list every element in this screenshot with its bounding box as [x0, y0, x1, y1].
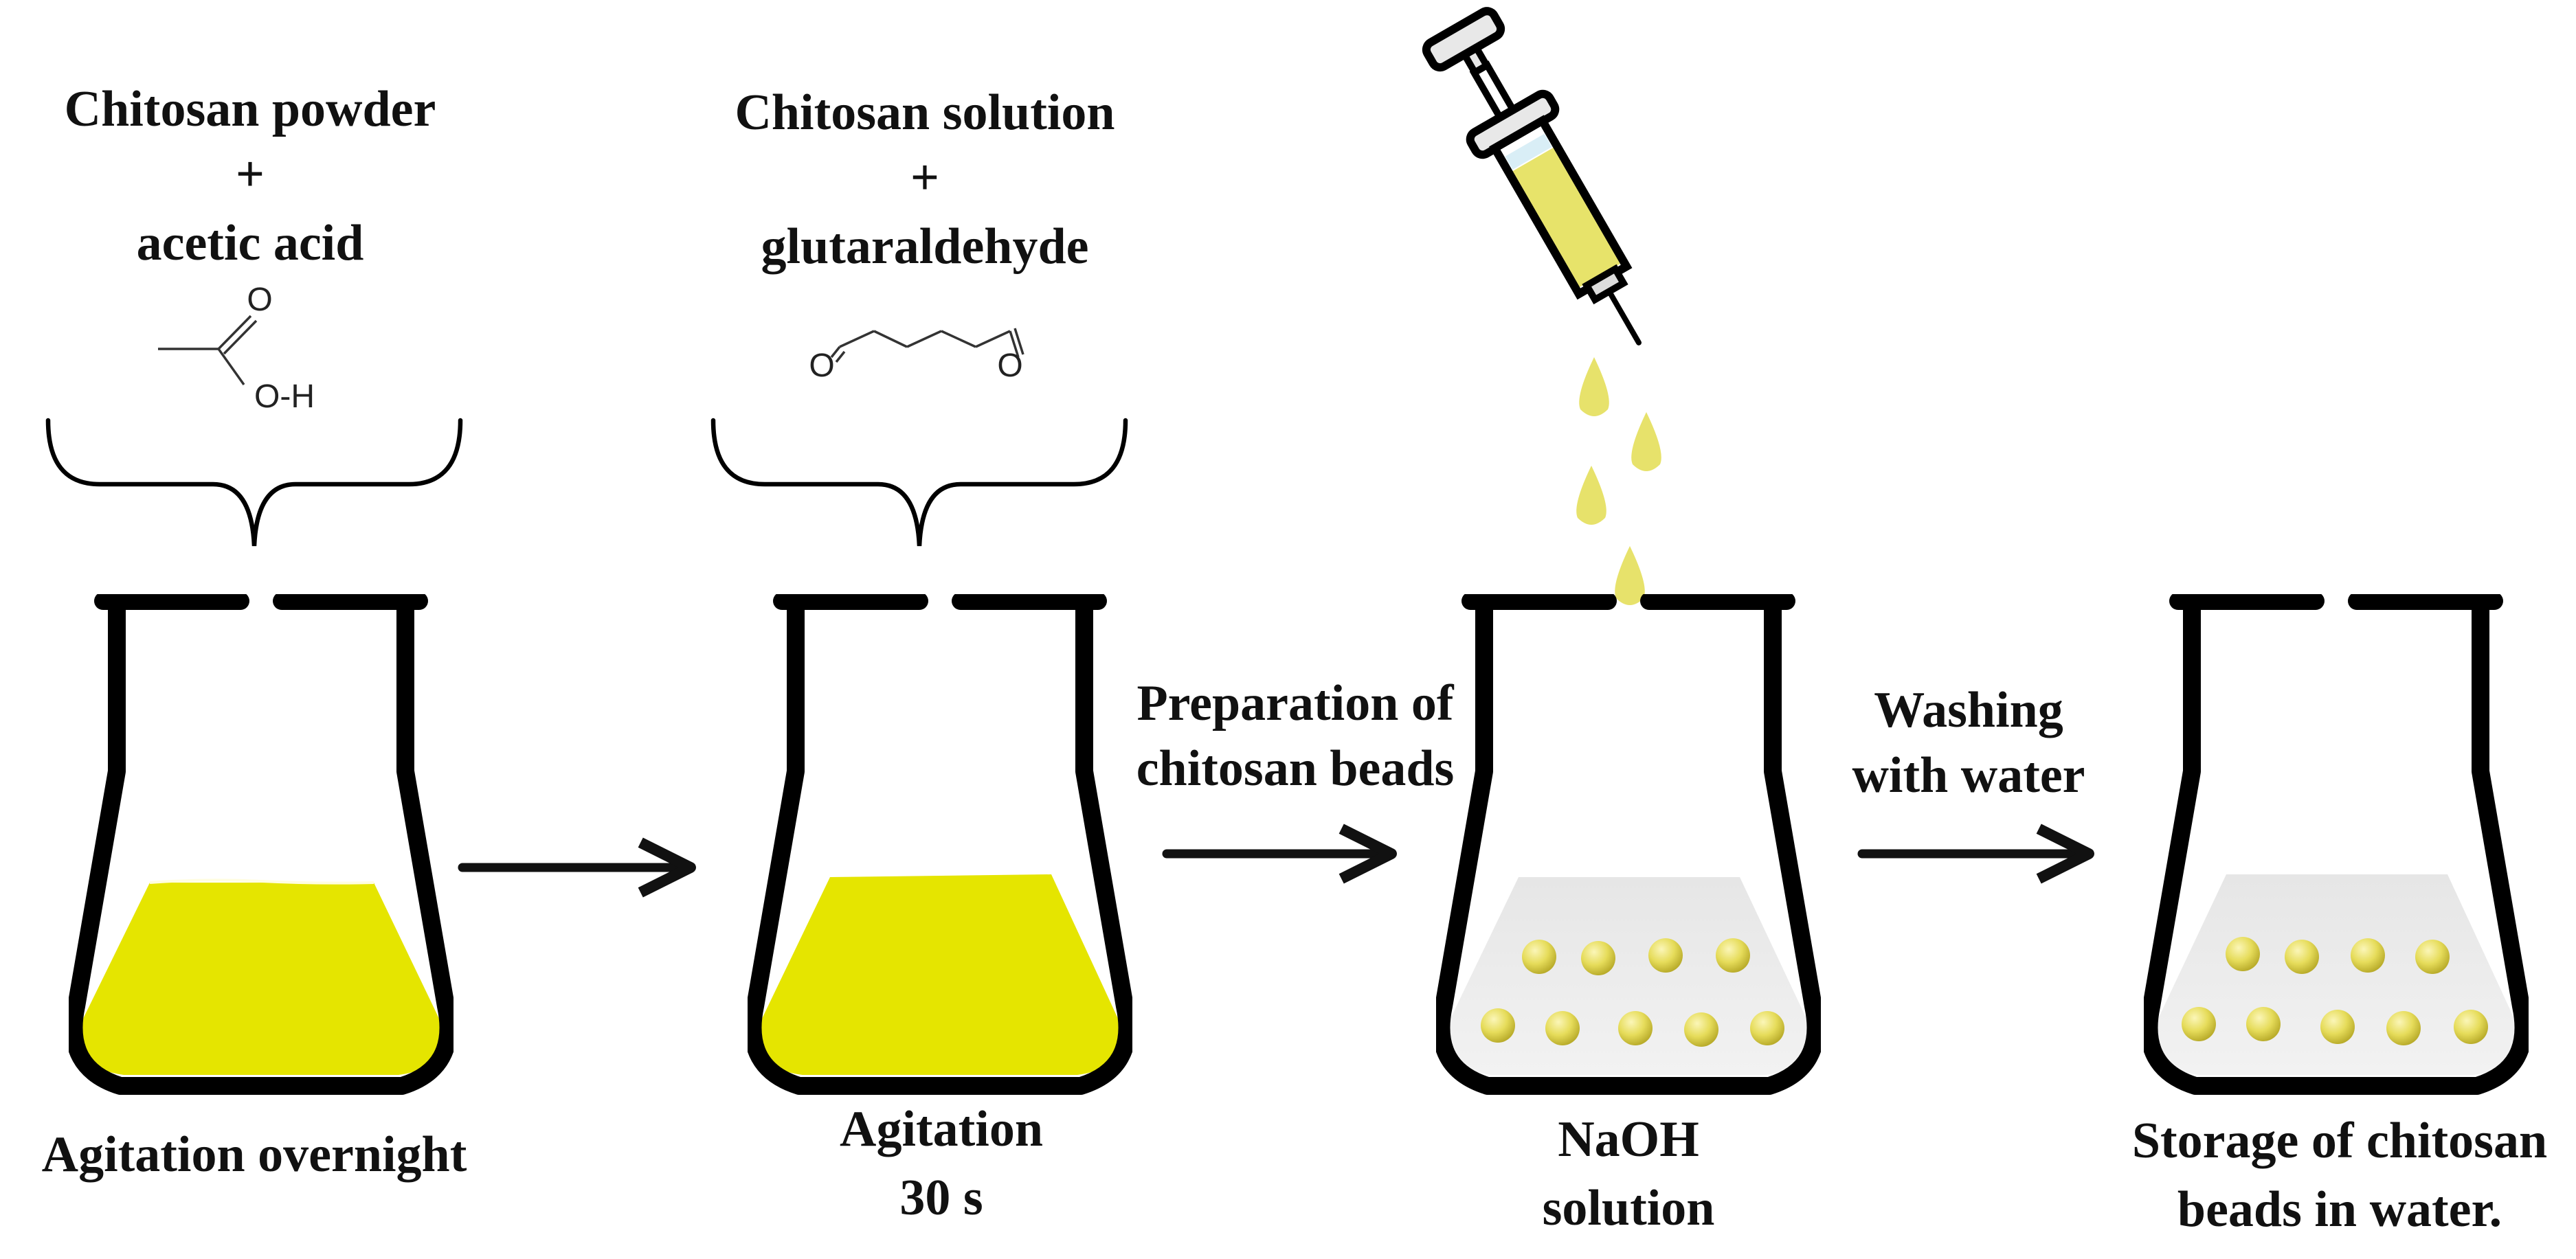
drop-icon [1631, 412, 1661, 471]
step2-brace [710, 418, 1128, 547]
step3-caption-line1: NaOH [1558, 1111, 1699, 1168]
bead-icon [2386, 1011, 2421, 1045]
step2-flask [752, 601, 1127, 1086]
step4-water-liquid [2155, 874, 2518, 1075]
arrow2-label-line1: Preparation of [1136, 675, 1454, 731]
step4-caption-line2: beads in water. [2177, 1181, 2502, 1238]
bead-icon [2182, 1007, 2216, 1041]
bead-icon [1618, 1011, 1653, 1045]
bead-icon [1716, 938, 1750, 973]
step4-beads [2182, 937, 2488, 1045]
arrow3-label-line1: Washing [1874, 682, 2063, 738]
step3-flask [1441, 601, 1815, 1086]
step1-header-line1: Chitosan powder [65, 81, 436, 137]
arrow3-label-line2: with water [1852, 747, 2085, 804]
step1-header-plus: + [236, 146, 265, 203]
drop-icon [1615, 546, 1645, 605]
drop-icon [1576, 466, 1606, 525]
bead-icon [1481, 1008, 1515, 1043]
step2-caption-line2: 30 s [899, 1170, 983, 1226]
bead-icon [1545, 1011, 1580, 1045]
bead-icon [2226, 937, 2260, 971]
glutaraldehyde-structure: O O [809, 328, 1024, 384]
bead-icon [1750, 1011, 1784, 1045]
step2-caption-line1: Agitation [840, 1101, 1043, 1157]
bead-icon [1522, 940, 1556, 974]
step1-flask [74, 601, 448, 1086]
step3-group: NaOH solution [1422, 7, 1816, 1236]
step2-header-line1: Chitosan solution [735, 84, 1115, 141]
step3-caption-line2: solution [1543, 1180, 1715, 1236]
bead-icon [2454, 1010, 2488, 1044]
acetic-oh: O-H [254, 378, 315, 415]
arrow3-group: Washing with water [1852, 682, 2094, 884]
bead-icon [2415, 940, 2450, 974]
glutaraldehyde-o-left: O [809, 348, 834, 384]
bead-icon [2246, 1007, 2281, 1041]
step2-header-line3: glutaraldehyde [761, 218, 1089, 275]
step2-header-plus: + [910, 150, 939, 206]
bead-icon [1581, 941, 1615, 975]
step1-brace [45, 418, 463, 547]
bead-icon [2351, 938, 2385, 973]
step1-yellow-liquid [80, 883, 443, 1075]
step4-flask [2149, 601, 2523, 1086]
step4-caption-line1: Storage of chitosan [2132, 1113, 2547, 1169]
acetic-acid-structure: O O-H [158, 282, 315, 415]
arrow2-group: Preparation of chitosan beads [1136, 675, 1455, 884]
arrow2-label-line2: chitosan beads [1136, 740, 1455, 797]
bead-icon [2285, 940, 2319, 974]
step1-group: Chitosan powder + acetic acid O O-H Agit… [42, 81, 467, 1183]
acetic-o-top: O [247, 282, 272, 318]
step2-yellow-liquid [759, 874, 1121, 1075]
step1-header-line3: acetic acid [137, 215, 364, 271]
bead-icon [1648, 938, 1683, 973]
step2-group: Chitosan solution + glutaraldehyde O O A… [710, 84, 1128, 1226]
bead-icon [1684, 1012, 1718, 1047]
step4-group: Storage of chitosan beads in water. [2132, 601, 2547, 1238]
step3-naoh-liquid [1447, 877, 1810, 1075]
syringe-icon [1422, 7, 1642, 345]
step3-beads [1481, 938, 1784, 1047]
step1-caption: Agitation overnight [42, 1126, 467, 1183]
bead-icon [2320, 1010, 2355, 1044]
drops-group [1576, 357, 1661, 605]
drop-icon [1579, 357, 1609, 416]
glutaraldehyde-o-right: O [997, 348, 1022, 384]
